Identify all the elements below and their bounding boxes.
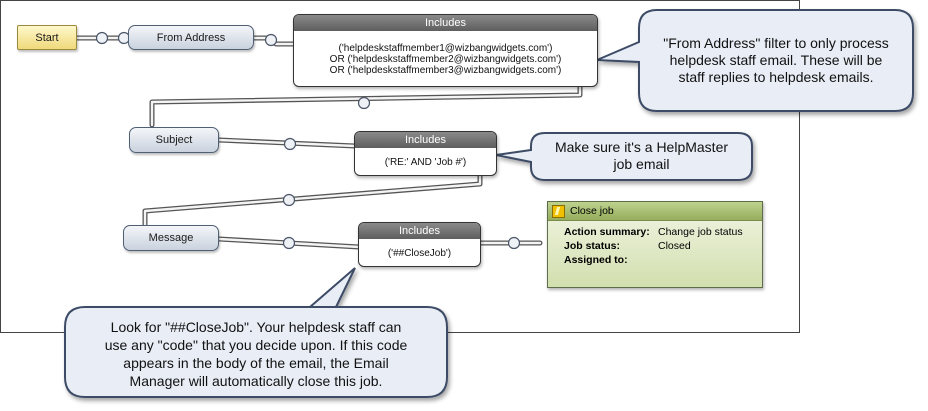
action-label: Assigned to: (564, 254, 628, 266)
from-address-includes-box[interactable]: Includes ('helpdeskstaffmember1@wizbangw… (293, 14, 598, 87)
connector-knob[interactable] (357, 96, 371, 110)
connector-knob[interactable] (507, 236, 521, 250)
includes-header: Includes (355, 132, 496, 148)
action-label: Job status: (564, 240, 621, 252)
subject-includes-box[interactable]: Includes ('RE:' AND 'Job #') (354, 131, 497, 176)
helpmaster-callout-balloon (495, 132, 753, 181)
includes-header: Includes (294, 15, 597, 31)
from-address-callout-text: "From Address" filter to only process he… (641, 35, 911, 86)
callout-line: appears in the body of the email, the Em… (123, 355, 389, 371)
from-address-callout-balloon (596, 9, 914, 112)
helpmaster-callout-text: Make sure it's a HelpMaster job email (533, 139, 750, 173)
connector-knob[interactable] (95, 31, 109, 45)
message-includes-box[interactable]: Includes ('##CloseJob') (358, 222, 481, 267)
close-job-action-box[interactable]: Close job Action summary: Change job sta… (547, 201, 763, 288)
action-value: Change job status (658, 226, 743, 238)
action-row: Assigned to: (548, 253, 762, 267)
connector-knob[interactable] (264, 33, 278, 47)
callout-line: job email (613, 156, 670, 172)
from-address-node[interactable]: From Address (128, 25, 254, 50)
message-node[interactable]: Message (123, 225, 219, 251)
action-row: Job status: Closed (548, 239, 762, 253)
includes-header: Includes (359, 223, 480, 239)
callout-line: helpdesk staff email. These will be (669, 52, 883, 68)
criteria-line: OR ('helpdeskstaffmember2@wizbangwidgets… (329, 53, 562, 65)
action-title: Close job (570, 205, 614, 217)
action-row: Action summary: Change job status (548, 225, 762, 239)
action-label: Action summary: (564, 226, 650, 238)
subject-node[interactable]: Subject (129, 127, 219, 153)
closejob-callout-balloon (64, 267, 448, 398)
criteria-line: ('##CloseJob') (387, 247, 452, 259)
includes-criteria: ('helpdeskstaffmember1@wizbangwidgets.co… (294, 31, 597, 86)
connector-knob[interactable] (283, 137, 297, 151)
closejob-callout-text: Look for "##CloseJob". Your helpdesk sta… (67, 318, 445, 390)
action-header: Close job (548, 202, 762, 221)
includes-criteria: ('RE:' AND 'Job #') (355, 148, 496, 175)
lightning-icon (552, 204, 565, 218)
criteria-line: OR ('helpdeskstaffmember3@wizbangwidgets… (329, 64, 562, 76)
callout-line: staff replies to helpdesk emails. (678, 69, 874, 85)
callout-line: Manager will automatically close this jo… (129, 373, 383, 389)
start-node[interactable]: Start (17, 25, 77, 50)
connector-knob[interactable] (282, 193, 296, 207)
callout-line: Make sure it's a HelpMaster (554, 139, 729, 155)
callout-line: "From Address" filter to only process (663, 35, 889, 51)
action-value: Closed (658, 240, 691, 252)
connector-knob[interactable] (282, 236, 296, 250)
callout-line: use any "code" that you decide upon. If … (104, 337, 408, 353)
criteria-line: ('RE:' AND 'Job #') (384, 156, 467, 168)
criteria-line: ('helpdeskstaffmember1@wizbangwidgets.co… (338, 42, 553, 54)
callout-line: Look for "##CloseJob". Your helpdesk sta… (110, 319, 402, 335)
includes-criteria: ('##CloseJob') (359, 239, 480, 266)
